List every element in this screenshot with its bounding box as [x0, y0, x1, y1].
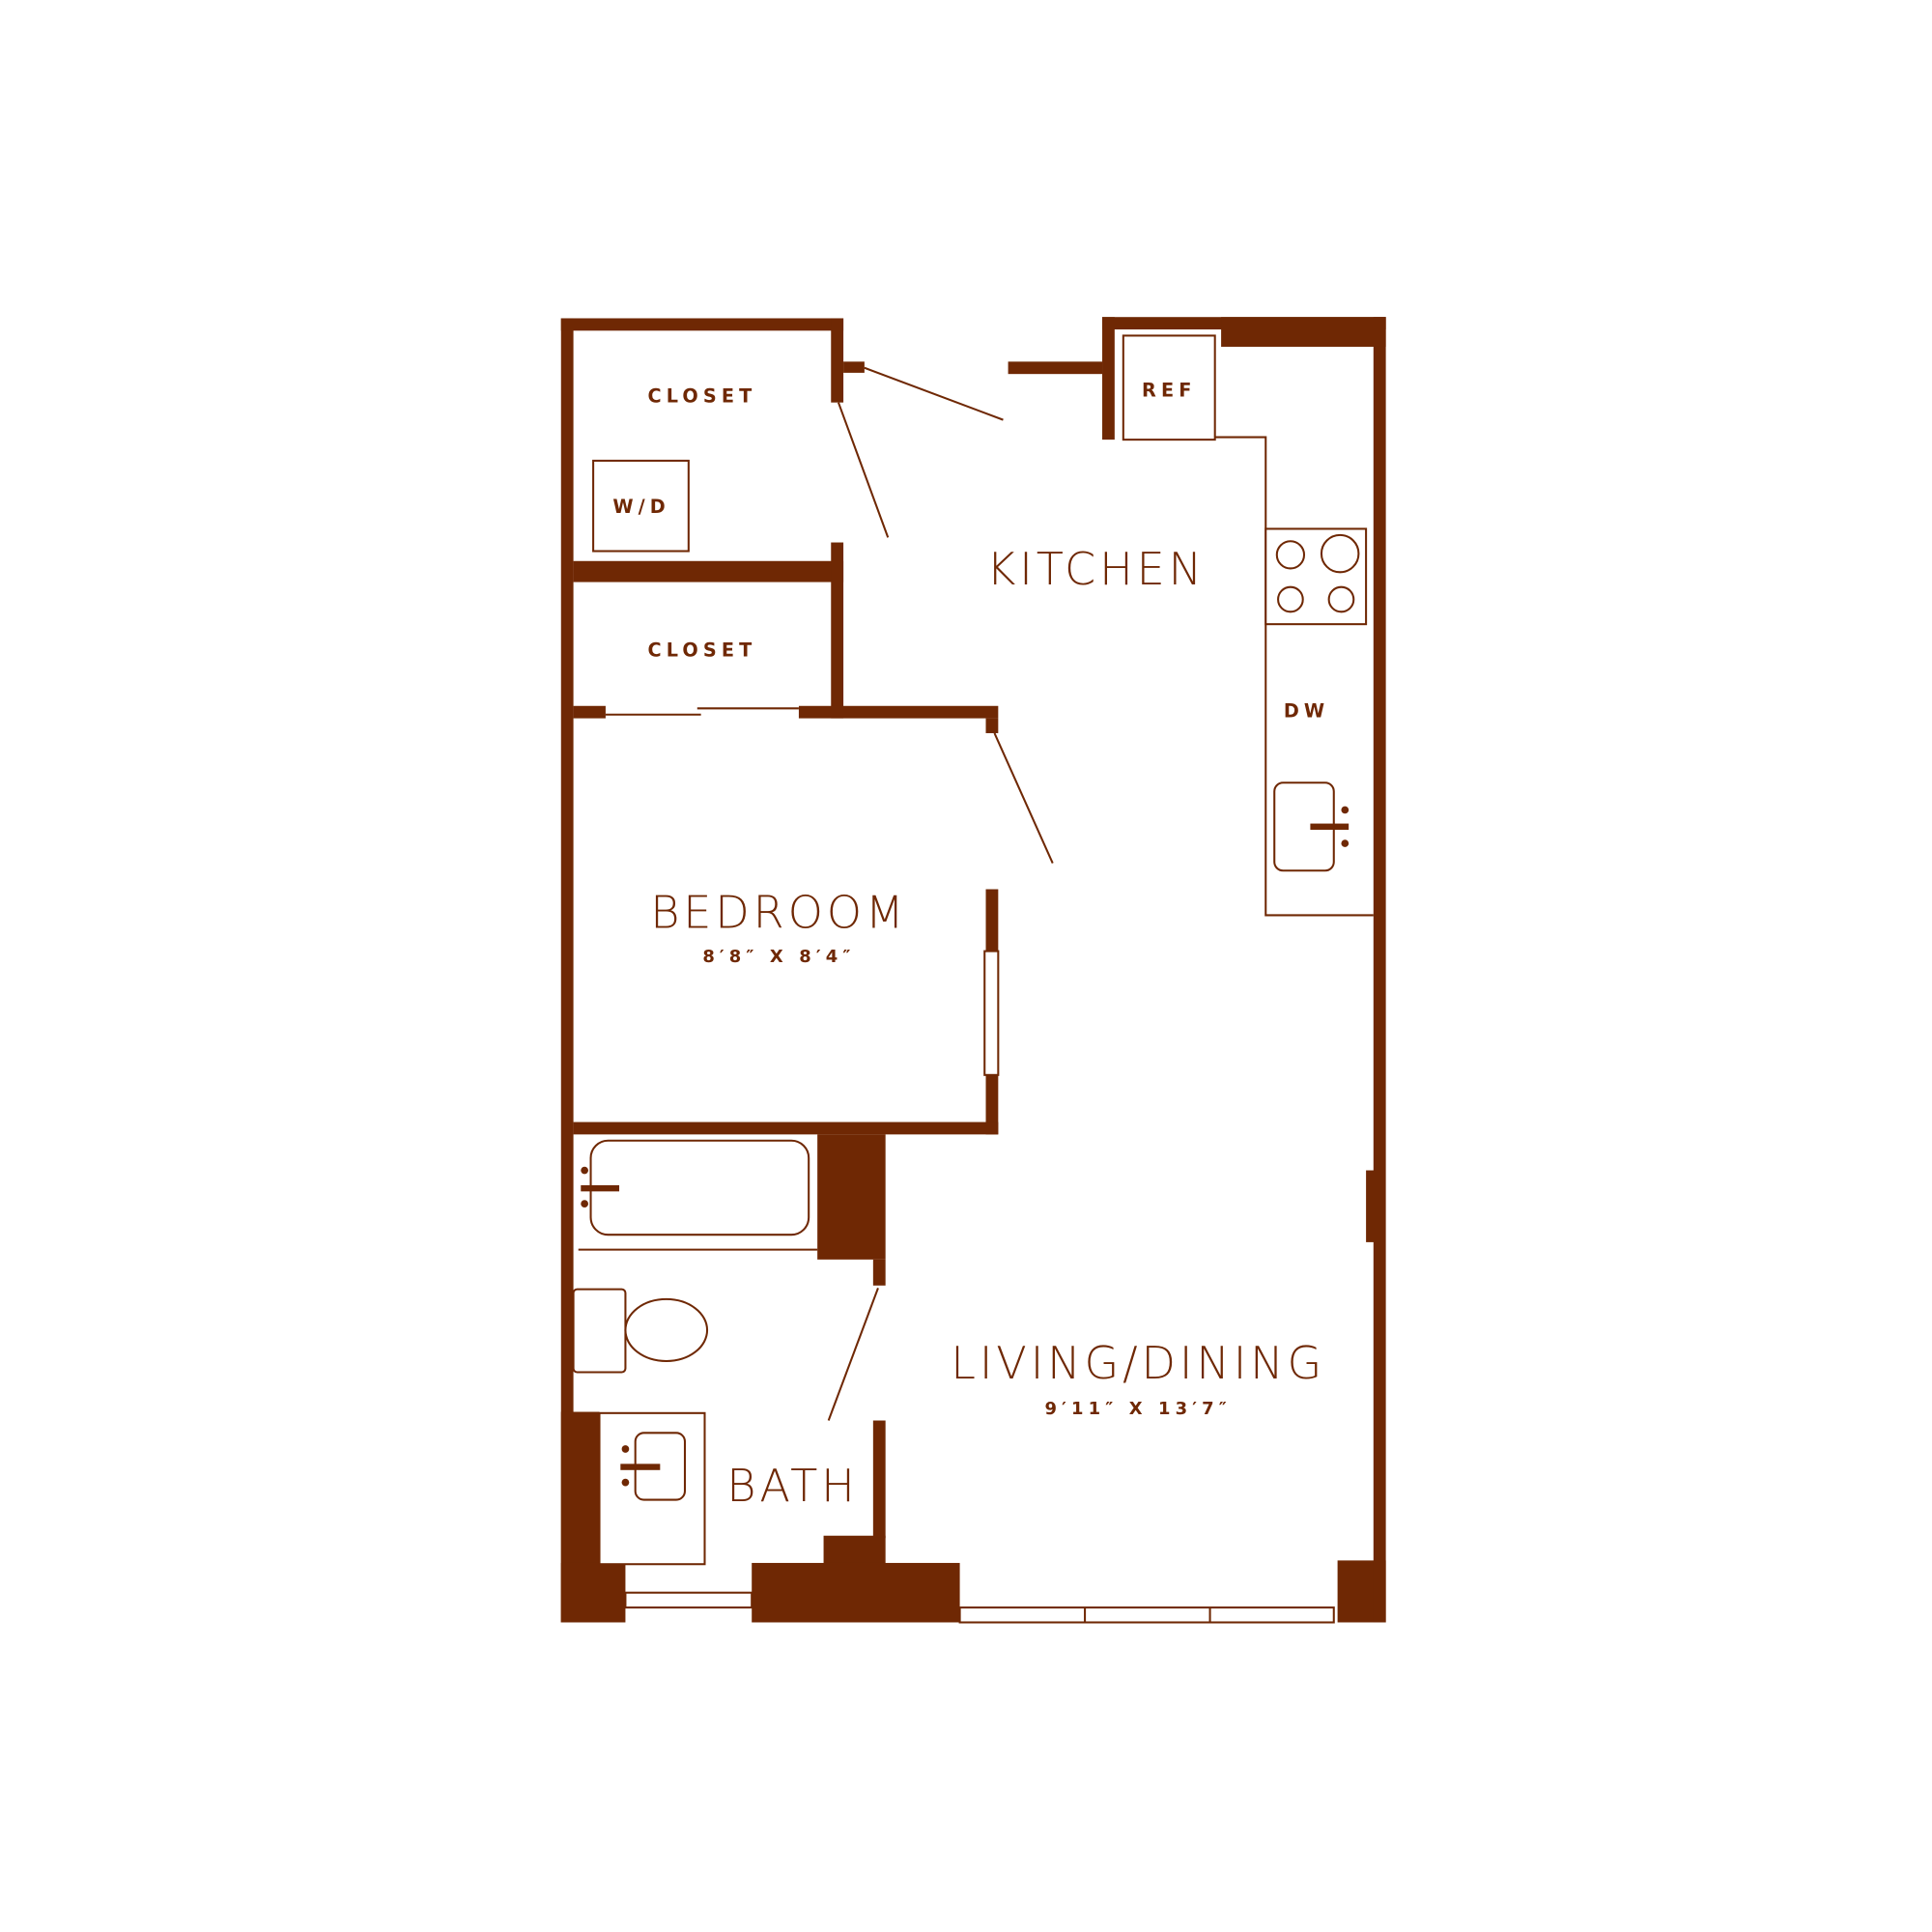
- burner-icon: [1275, 540, 1306, 570]
- walls: [560, 317, 1386, 1623]
- bath-label: BATH: [726, 1460, 858, 1512]
- bedroom-label: BEDROOM: [650, 886, 907, 938]
- living-dining-label: LIVING/DINING: [951, 1337, 1325, 1389]
- bathtub: [589, 1139, 810, 1236]
- burner-icon: [1320, 533, 1360, 574]
- ref-label: REF: [1142, 379, 1196, 401]
- doors: [605, 366, 1054, 1421]
- dw-label: DW: [1284, 699, 1329, 722]
- bedroom-dimensions: 8′8″ X 8′4″: [702, 947, 855, 967]
- living-dining-dimensions: 9′11″ X 13′7″: [1045, 1399, 1232, 1419]
- burner-icon: [1277, 585, 1304, 613]
- toilet-bowl: [624, 1297, 709, 1363]
- closet-bottom-label: CLOSET: [647, 639, 756, 661]
- windows: [624, 950, 1335, 1624]
- labels: CLOSET W/D CLOSET REF DW KITCHEN BEDROOM…: [612, 379, 1329, 1512]
- bath-fixtures: [572, 1139, 818, 1566]
- closet-fixtures: [592, 459, 690, 553]
- kitchen-label: KITCHEN: [986, 543, 1206, 595]
- kitchen-fixtures: [1122, 334, 1374, 917]
- closet-top-label: CLOSET: [647, 385, 756, 408]
- refrigerator: [1122, 334, 1216, 441]
- burner-icon: [1327, 585, 1355, 613]
- wd-label: W/D: [612, 496, 670, 518]
- stove: [1264, 527, 1368, 626]
- washer-dryer: [592, 459, 690, 553]
- toilet-tank: [572, 1288, 627, 1374]
